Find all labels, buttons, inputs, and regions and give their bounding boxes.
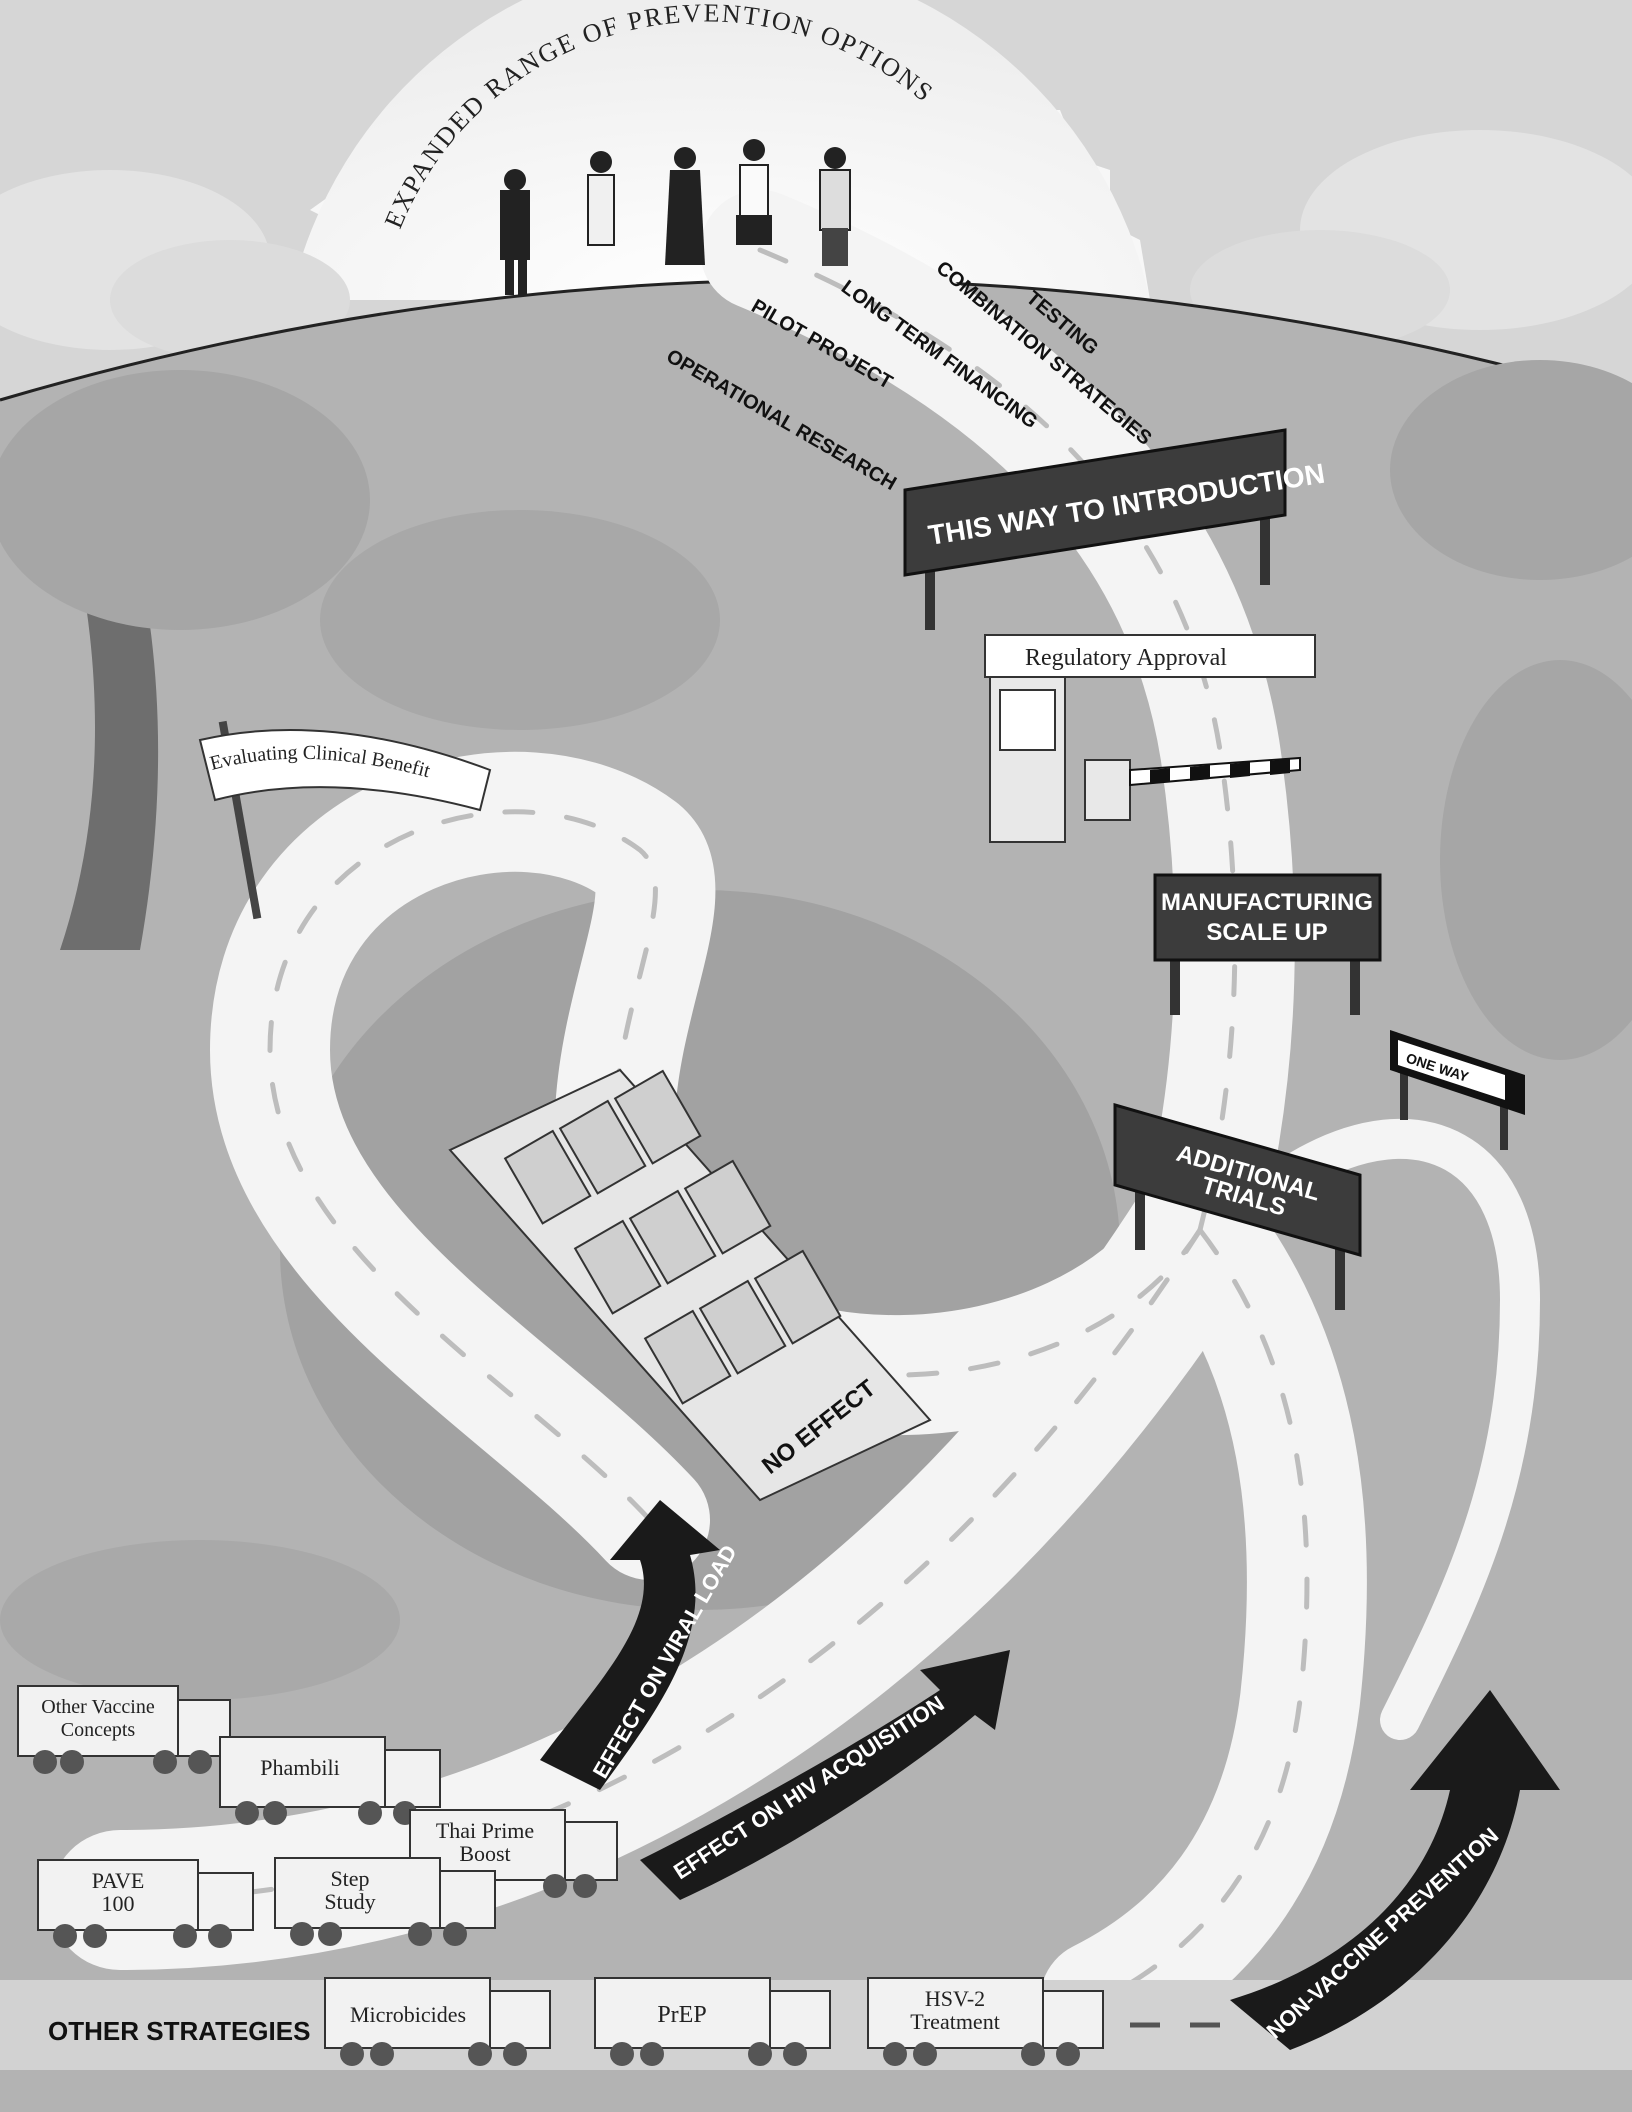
svg-text:Boost: Boost [459,1841,510,1866]
svg-text:HSV-2: HSV-2 [925,1986,985,2011]
svg-text:PrEP: PrEP [657,2002,706,2028]
svg-text:Regulatory Approval: Regulatory Approval [1025,645,1227,671]
svg-text:MANUFACTURING: MANUFACTURING [1161,889,1373,916]
svg-text:Treatment: Treatment [910,2009,1000,2034]
svg-text:Other Vaccine: Other Vaccine [41,1696,155,1718]
svg-text:Step: Step [330,1866,369,1891]
svg-text:100: 100 [102,1891,135,1916]
svg-text:Phambili: Phambili [260,1755,339,1780]
svg-text:Microbicides: Microbicides [350,2002,466,2027]
svg-text:SCALE UP: SCALE UP [1206,919,1327,946]
svg-text:Thai Prime: Thai Prime [436,1818,534,1843]
foliage-bottom-left [0,1540,400,1700]
svg-text:PAVE: PAVE [92,1868,145,1893]
other-strategies-label: OTHER STRATEGIES [48,2016,310,2046]
svg-text:Study: Study [324,1889,375,1914]
svg-text:Concepts: Concepts [61,1719,136,1741]
